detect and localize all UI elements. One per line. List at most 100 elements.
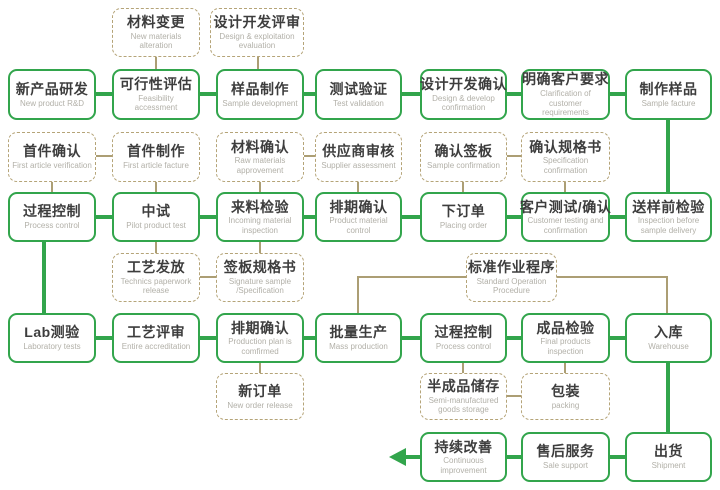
node-subtitle: First article facture (123, 161, 189, 171)
connector (610, 336, 625, 340)
node-sample-facture: 制作样品 Sample facture (625, 69, 712, 120)
node-subtitle: Entire accreditation (121, 342, 191, 352)
connector (42, 242, 46, 313)
node-sample-development: 样品制作 Sample development (216, 69, 304, 120)
node-title: 工艺评审 (127, 324, 185, 341)
node-title: 批量生产 (329, 324, 388, 341)
connector (155, 182, 157, 192)
node-raw-materials-approvement: 材料确认 Raw materials approvement (216, 132, 304, 182)
node-supplier-assessment: 供应商审核 Supplier assessment (315, 132, 402, 182)
node-sample-confirmation: 确认签板 Sample confirmation (420, 132, 507, 182)
connector (357, 182, 359, 192)
node-design-exploitation-evaluation: 设计开发评审 Design & exploitation evaluation (210, 8, 304, 57)
connector (51, 182, 53, 192)
node-subtitle: Semi-manufactured goods storage (428, 395, 499, 415)
node-title: 新订单 (238, 382, 282, 399)
node-title: 设计开发评审 (213, 14, 301, 30)
node-title: 送样前检验 (632, 198, 705, 215)
node-title: 来料检验 (231, 198, 289, 215)
node-title: 明确客户要求 (522, 71, 609, 88)
node-subtitle: packing (551, 400, 580, 410)
node-final-products-inspection: 成品检验 Final products inspection (521, 313, 610, 363)
node-inspection-before-sample-delivery: 送样前检验 Inspection before sample delivery (625, 192, 712, 242)
node-subtitle: Placing order (439, 221, 488, 231)
connector (507, 155, 521, 157)
node-test-validation: 测试验证 Test validation (315, 69, 402, 120)
node-title: 工艺发放 (127, 259, 185, 275)
node-process-control-2: 过程控制 Process control (420, 313, 507, 363)
node-title: 入库 (654, 324, 683, 341)
node-subtitle: Sample facture (641, 98, 696, 108)
node-warehouse: 入库 Warehouse (625, 313, 712, 363)
node-technics-paperwork-release: 工艺发放 Technics paperwork release (112, 253, 200, 302)
node-title: 排期确认 (231, 319, 289, 336)
node-title: 确认签板 (434, 143, 493, 160)
node-subtitle: Supplier assessment (321, 161, 396, 171)
node-subtitle: Product material control (329, 216, 388, 235)
node-title: 供应商审核 (322, 143, 395, 160)
node-title: 出货 (654, 443, 683, 460)
node-subtitle: Incoming material inspection (228, 216, 292, 235)
connector (405, 455, 420, 459)
connector (200, 92, 216, 96)
connector (462, 182, 464, 192)
node-feasibility-accessment: 可行性评估 Feasibility accessment (112, 69, 200, 120)
node-laboratory-tests: Lab测验 Laboratory tests (8, 313, 96, 363)
connector (610, 455, 625, 459)
connector (304, 215, 315, 219)
connector (200, 215, 216, 219)
node-entire-accreditation: 工艺评审 Entire accreditation (112, 313, 200, 363)
node-subtitle: Sale support (543, 461, 588, 471)
connector (96, 155, 112, 157)
node-subtitle: Sample development (222, 98, 298, 108)
connector (666, 120, 670, 192)
node-mass-production: 批量生产 Mass production (315, 313, 402, 363)
node-sale-support: 售后服务 Sale support (521, 432, 610, 482)
connector (259, 182, 261, 192)
connector (666, 276, 668, 313)
node-design-develop-confirmation: 设计开发确认 Design & develop confirmation (420, 69, 507, 120)
node-subtitle: Clarification of customer requirements (540, 89, 591, 118)
node-new-product-rd: 新产品研发 New product R&D (8, 69, 96, 120)
connector (402, 215, 420, 219)
node-title: 可行性评估 (119, 76, 193, 92)
node-production-plan-confirmed: 排期确认 Production plan is comfirmed (216, 313, 304, 363)
connector (507, 336, 521, 340)
connector (96, 215, 112, 219)
node-subtitle: First article verification (12, 161, 92, 171)
node-incoming-material-inspection: 来料检验 Incoming material inspection (216, 192, 304, 242)
node-subtitle: Mass production (329, 342, 388, 352)
node-first-article-verification: 首件确认 First article verification (8, 132, 96, 182)
node-semi-manufactured-goods-storage: 半成品储存 Semi-manufactured goods storage (420, 373, 507, 420)
connector (200, 276, 216, 278)
node-title: 制作样品 (639, 80, 698, 97)
node-continuous-improvement: 持续改善 Continuous improvement (420, 432, 507, 482)
node-new-order-release: 新订单 New order release (216, 373, 304, 420)
connector (610, 215, 625, 219)
node-title: 包装 (551, 382, 580, 399)
node-title: 半成品储存 (427, 378, 500, 394)
connector (155, 242, 157, 253)
node-subtitle: Production plan is comfirmed (228, 337, 292, 356)
node-subtitle: Design & develop confirmation (432, 93, 495, 113)
node-materials-alteration: 材料变更 New materials alteration (112, 8, 200, 57)
connector (200, 336, 216, 340)
node-subtitle: Test validation (333, 98, 384, 108)
node-subtitle: Signature sample /Specification (228, 276, 292, 296)
node-pilot-product-test: 中试 Pilot product test (112, 192, 200, 242)
node-subtitle: Shipment (651, 461, 686, 471)
connector (257, 57, 259, 69)
node-specification-confirmation: 确认规格书 Specification confirmation (521, 132, 610, 182)
connector (557, 276, 668, 278)
node-title: 排期确认 (329, 198, 388, 215)
connector (507, 215, 521, 219)
node-title: 首件制作 (127, 143, 185, 160)
connector (304, 92, 315, 96)
connector (462, 363, 464, 373)
node-clarification-customer-requirements: 明确客户要求 Clarification of customer require… (521, 69, 610, 120)
connector (304, 336, 315, 340)
node-standard-operation-procedure: 标准作业程序 Standard Operation Procedure (466, 253, 557, 302)
node-title: 设计开发确认 (420, 76, 507, 92)
node-subtitle: Warehouse (648, 342, 689, 352)
